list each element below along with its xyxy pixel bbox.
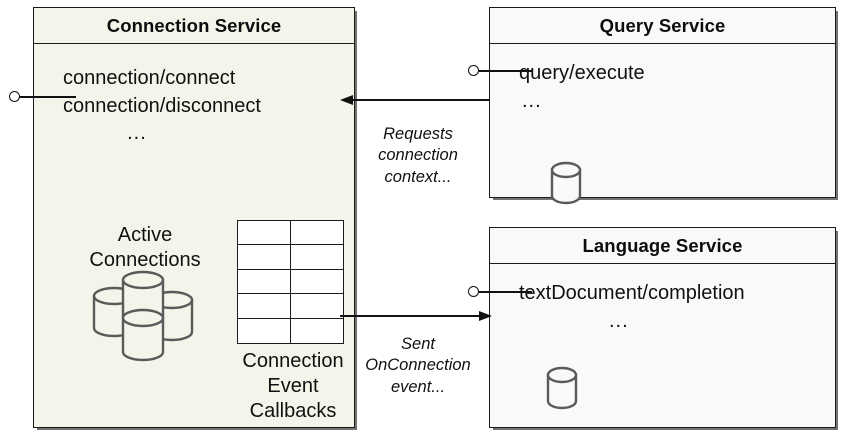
lollipop-circle-icon	[468, 65, 479, 76]
interface-connection-connect: connection/connect	[63, 67, 236, 89]
edge-sent-onconnection-event-label: Sent OnConnection event...	[365, 335, 471, 396]
interface-textdocument-completion: textDocument/completion	[519, 282, 745, 304]
lollipop-stem	[479, 291, 532, 293]
query-service-title: Query Service	[490, 8, 835, 44]
active-connections-cylinder-cluster	[80, 266, 206, 371]
table-cell	[291, 319, 344, 343]
table-cell	[238, 294, 291, 319]
database-cylinder-icon	[546, 366, 578, 410]
edge-requests-connection-context-label: Requests connection context...	[378, 125, 458, 186]
table-cell	[290, 294, 343, 319]
cached-connection-cylinder	[548, 159, 584, 212]
component-connection-service[interactable]: Connection Service connection/connect co…	[33, 7, 355, 428]
component-query-service[interactable]: Query Service query/execute ... Cached C…	[489, 7, 836, 205]
language-service-ellipsis: ...	[609, 309, 629, 332]
edge-sent-onconnection-event-arrow	[340, 311, 492, 321]
lollipop-circle-icon	[468, 286, 479, 297]
connection-service-title: Connection Service	[34, 8, 354, 44]
cylinder-cluster-icon	[92, 270, 194, 362]
table-cell	[238, 269, 291, 295]
interface-query-execute: query/execute	[519, 62, 645, 84]
table-cell	[290, 221, 343, 246]
table-cell	[238, 245, 291, 270]
query-service-interface-list: query/execute ...	[519, 60, 645, 115]
database-cylinder-icon	[550, 161, 582, 205]
lollipop-stem	[479, 70, 532, 72]
active-connections-label: Active Connections	[89, 224, 201, 271]
query-service-ellipsis: ...	[521, 89, 542, 112]
connection-service-ellipsis: ...	[127, 122, 147, 145]
connection-event-callbacks-table	[237, 220, 344, 344]
language-service-title: Language Service	[490, 228, 835, 264]
connection-service-interface-list: connection/connect connection/disconnect…	[63, 65, 261, 148]
lollipop-circle-icon	[9, 91, 20, 102]
language-service-body: textDocument/completion ... SMO Metadata…	[490, 264, 835, 427]
smo-metadata-cylinder	[544, 364, 580, 417]
table-cell	[238, 221, 291, 246]
edge-requests-connection-context-arrow	[340, 95, 490, 105]
language-service-interface-list: textDocument/completion ...	[519, 280, 745, 335]
query-service-body: query/execute ... Cached Connection	[490, 44, 835, 205]
table-cell	[238, 318, 291, 343]
lollipop-stem	[20, 96, 76, 98]
connection-service-body: connection/connect connection/disconnect…	[34, 44, 354, 427]
table-cell	[290, 245, 343, 270]
interface-connection-disconnect: connection/disconnect	[63, 94, 261, 117]
connection-event-callbacks-label: Connection Event Callbacks	[242, 350, 344, 422]
table-cell	[290, 270, 343, 295]
component-language-service[interactable]: Language Service textDocument/completion…	[489, 227, 836, 428]
